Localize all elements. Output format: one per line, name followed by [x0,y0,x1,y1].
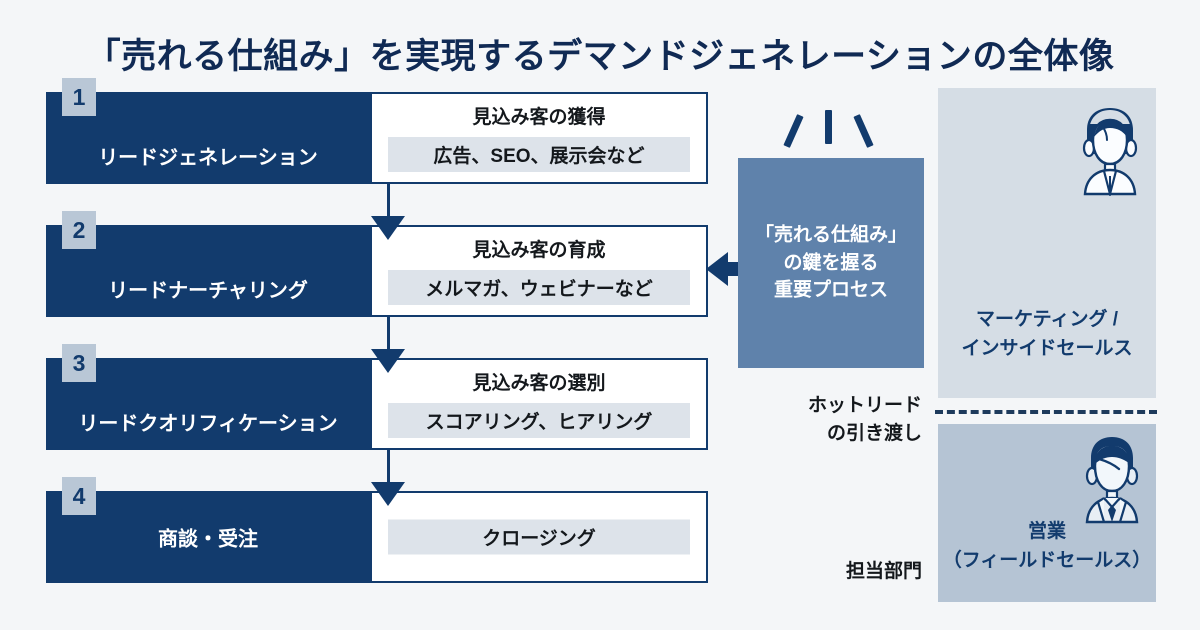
department-label-marketing: マーケティング / インサイドセールス [938,306,1156,363]
connector-line-2-3 [387,317,390,357]
stage-number-badge-2: 2 [62,211,96,249]
callout-line-3: 重要プロセス [773,279,888,301]
emphasis-stroke-right-icon [853,114,874,148]
department-column-label: 担当部門 [845,561,922,582]
male-avatar-icon [1074,432,1150,529]
page-title: 「売れる仕組み」を実現するデマンドジェネレーションの全体像 [85,37,1115,76]
emphasis-stroke-left-icon [783,114,804,148]
key-process-callout[interactable]: 「売れる仕組み」 の鍵を握る 重要プロセス [738,158,924,368]
department-panel-sales[interactable]: 営業 （フィールドセールス） [938,424,1156,602]
connector-line-1-2 [387,184,390,224]
stage-name-3: リードクオリフィケーション [78,413,338,435]
stage-bar-3[interactable]: 3 リードクオリフィケーション [46,344,370,450]
stage-card-sub-4: クロージング [388,519,690,555]
department-marketing-line-2: インサイドセールス [961,337,1133,359]
department-label-sales: 営業 （フィールドセールス） [938,518,1156,575]
stage-number-badge-1: 1 [62,78,96,116]
emphasis-stroke-middle-icon [825,110,832,144]
handoff-note: ホットリード の引き渡し [740,392,922,447]
arrow-down-icon-3-4 [371,482,405,506]
handoff-note-line-1: ホットリード [807,395,922,416]
arrow-down-icon-1-2 [371,216,405,240]
department-sales-line-2: （フィールドセールス） [942,549,1152,571]
stage-name-1: リードジェネレーション [98,147,318,169]
stage-card-3[interactable]: 見込み客の選別 スコアリング、ヒアリング [370,358,708,450]
flow-row-3: 3 リードクオリフィケーション 見込み客の選別 スコアリング、ヒアリング [46,344,708,450]
stage-card-4[interactable]: クロージング [370,491,708,583]
handoff-note-line-2: の引き渡し [826,422,922,444]
stage-card-sub-1: 広告、SEO、展示会など [388,137,690,172]
stage-card-head-1: 見込み客の獲得 [472,107,606,128]
stage-name-2: リードナーチャリング [108,280,308,302]
stage-card-head-3: 見込み客の選別 [472,373,606,394]
stage-name-4: 商談・受注 [158,528,258,551]
stage-bar-4[interactable]: 4 商談・受注 [46,477,370,583]
stage-bar-2[interactable]: 2 リードナーチャリング [46,211,370,317]
flow-row-2: 2 リードナーチャリング 見込み客の育成 メルマガ、ウェビナーなど [46,211,708,317]
department-sales-line-1: 営業 [1027,521,1066,542]
stage-card-sub-3: スコアリング、ヒアリング [388,403,690,438]
flow-row-1: 1 リードジェネレーション 見込み客の獲得 広告、SEO、展示会など [46,78,708,184]
female-avatar-icon [1072,104,1148,201]
stage-number-badge-4: 4 [62,477,96,515]
stage-card-sub-2: メルマガ、ウェビナーなど [388,270,690,305]
arrow-down-icon-2-3 [371,349,405,373]
stage-card-1[interactable]: 見込み客の獲得 広告、SEO、展示会など [370,92,708,184]
stage-card-head-2: 見込み客の育成 [472,240,606,261]
handoff-divider [935,410,1157,414]
department-marketing-line-1: マーケティング / [975,309,1119,330]
department-panel-marketing[interactable]: マーケティング / インサイドセールス [938,88,1156,398]
key-process-callout-text: 「売れる仕組み」 の鍵を握る 重要プロセス [738,222,924,305]
callout-line-2: の鍵を握る [783,252,879,274]
stage-card-2[interactable]: 見込み客の育成 メルマガ、ウェビナーなど [370,225,708,317]
callout-line-1: 「売れる仕組み」 [754,224,907,246]
stage-number-badge-3: 3 [62,344,96,382]
arrow-left-icon [706,252,728,286]
connector-line-3-4 [387,450,390,490]
flow-row-4: 4 商談・受注 クロージング [46,477,708,583]
stage-bar-1[interactable]: 1 リードジェネレーション [46,78,370,184]
